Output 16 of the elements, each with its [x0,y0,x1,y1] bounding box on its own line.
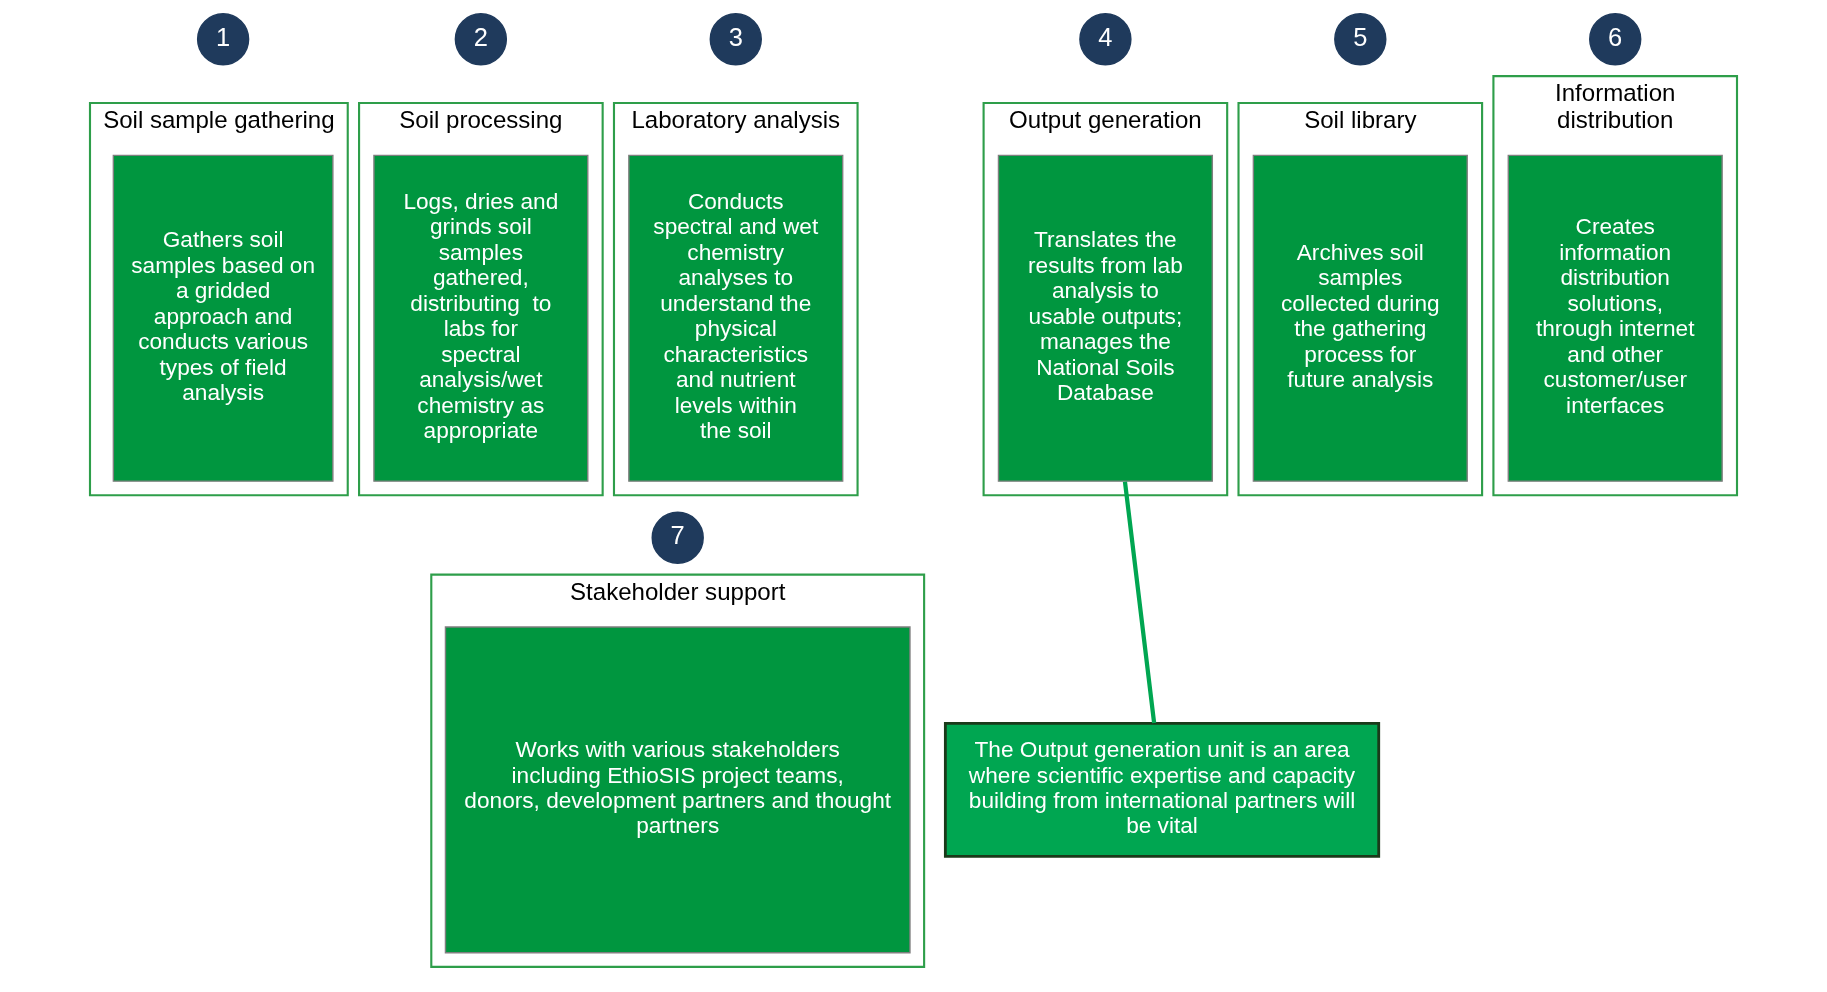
node-box: Creates information distribution solutions, through internet and other customer/user interfaces [1507,154,1723,482]
node-box: Works with various stakeholders including EthioSIS project teams, donors, development partners and thought partners [444,626,911,954]
node-circle: 5 [1334,13,1387,66]
node-box: Translates the results from lab analysis to usable outputs; manages the National Soils Database [997,154,1213,482]
node-box: Conducts spectral and wet chemistry analyses to understand the physical characteristics and nutrient levels within the soil [628,154,844,482]
node-circle: 4 [1079,13,1132,66]
connector [1122,481,1157,724]
node-circle: 7 [651,511,704,564]
node-circle: 6 [1589,13,1642,66]
node-box: Gathers soil samples based on a gridded approach and conducts various types of field analysis [112,154,334,482]
node-circle: 3 [709,13,762,66]
node-box: Logs, dries and grinds soil samples gathered, distributing to labs for spectral analysis/wet chemistry as appropriate [373,154,589,482]
node-circle: 1 [196,13,250,66]
node-box: The Output generation unit is an area where scientific expertise and capacity building from international partners will be vital [943,721,1381,858]
node-box: Archives soil samples collected during the gathering process for future analysis [1252,154,1468,482]
node-circle: 2 [454,13,508,66]
